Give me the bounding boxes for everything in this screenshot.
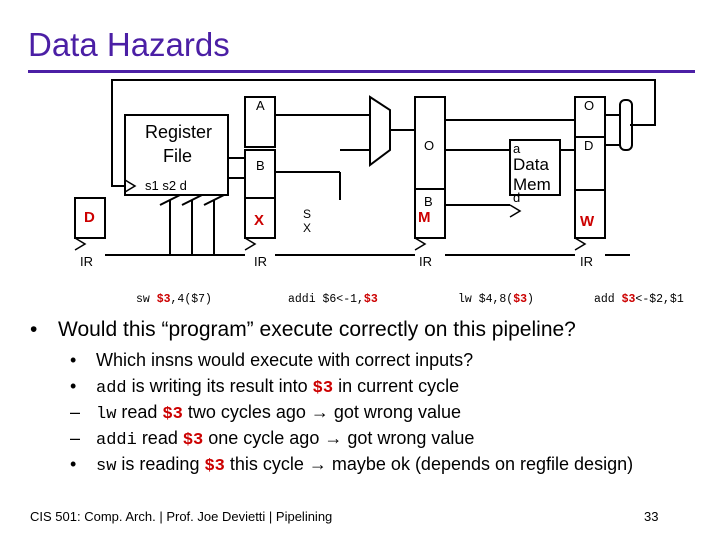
- label-O-xm: O: [424, 138, 434, 153]
- ir-m: IR: [419, 254, 432, 269]
- dx-latch-A: [244, 96, 276, 148]
- label-A: A: [256, 98, 265, 113]
- register-file: [124, 114, 229, 196]
- label-a: a: [513, 141, 521, 156]
- label-S: S: [303, 207, 311, 221]
- slide-title: Data Hazards: [28, 26, 230, 63]
- ir-x: IR: [254, 254, 267, 269]
- title-rule: [28, 70, 695, 73]
- stage-X: X: [254, 212, 264, 229]
- footer: CIS 501: Comp. Arch. | Prof. Joe Deviett…: [30, 509, 333, 524]
- label-B-dx: B: [256, 158, 265, 173]
- wb-mux: [619, 99, 633, 151]
- writeback-wire: [111, 79, 656, 187]
- instr-sw: sw $3,4($7): [136, 293, 212, 306]
- label-B-xm: B: [424, 194, 433, 209]
- ir-w: IR: [580, 254, 593, 269]
- label-d: d: [513, 190, 520, 205]
- pipeline-diagram: Register File s1 s2 d A B X S X O B M a …: [74, 79, 684, 306]
- instr-addi: addi $6<-1,$3: [288, 293, 378, 306]
- data-mem-2: Mem: [513, 175, 551, 194]
- label-O-mw: O: [584, 98, 594, 113]
- dx-latch-main: [244, 197, 276, 239]
- regfile-ports: s1 s2 d: [145, 178, 187, 193]
- stage-W: W: [580, 213, 595, 230]
- instr-lw: lw $4,8($3): [458, 293, 534, 306]
- stage-M: M: [418, 209, 431, 226]
- mw-latch-main: [574, 189, 606, 239]
- question-text: Would this “program” execute correctly o…: [58, 318, 576, 341]
- label-X-small: X: [303, 221, 311, 235]
- page-number: 33: [644, 509, 659, 524]
- xm-latch-B: [414, 188, 446, 239]
- alu: [369, 95, 391, 167]
- data-mem-1: Data: [513, 155, 549, 174]
- ir-d: IR: [80, 254, 93, 269]
- d-latch: [74, 197, 106, 239]
- regfile-title-2: File: [163, 146, 192, 166]
- instr-add: add $3<-$2,$1: [594, 293, 684, 306]
- stage-D: D: [84, 209, 95, 226]
- label-D-mw: D: [584, 138, 593, 153]
- regfile-title-1: Register: [145, 122, 212, 142]
- data-mem: [509, 139, 561, 196]
